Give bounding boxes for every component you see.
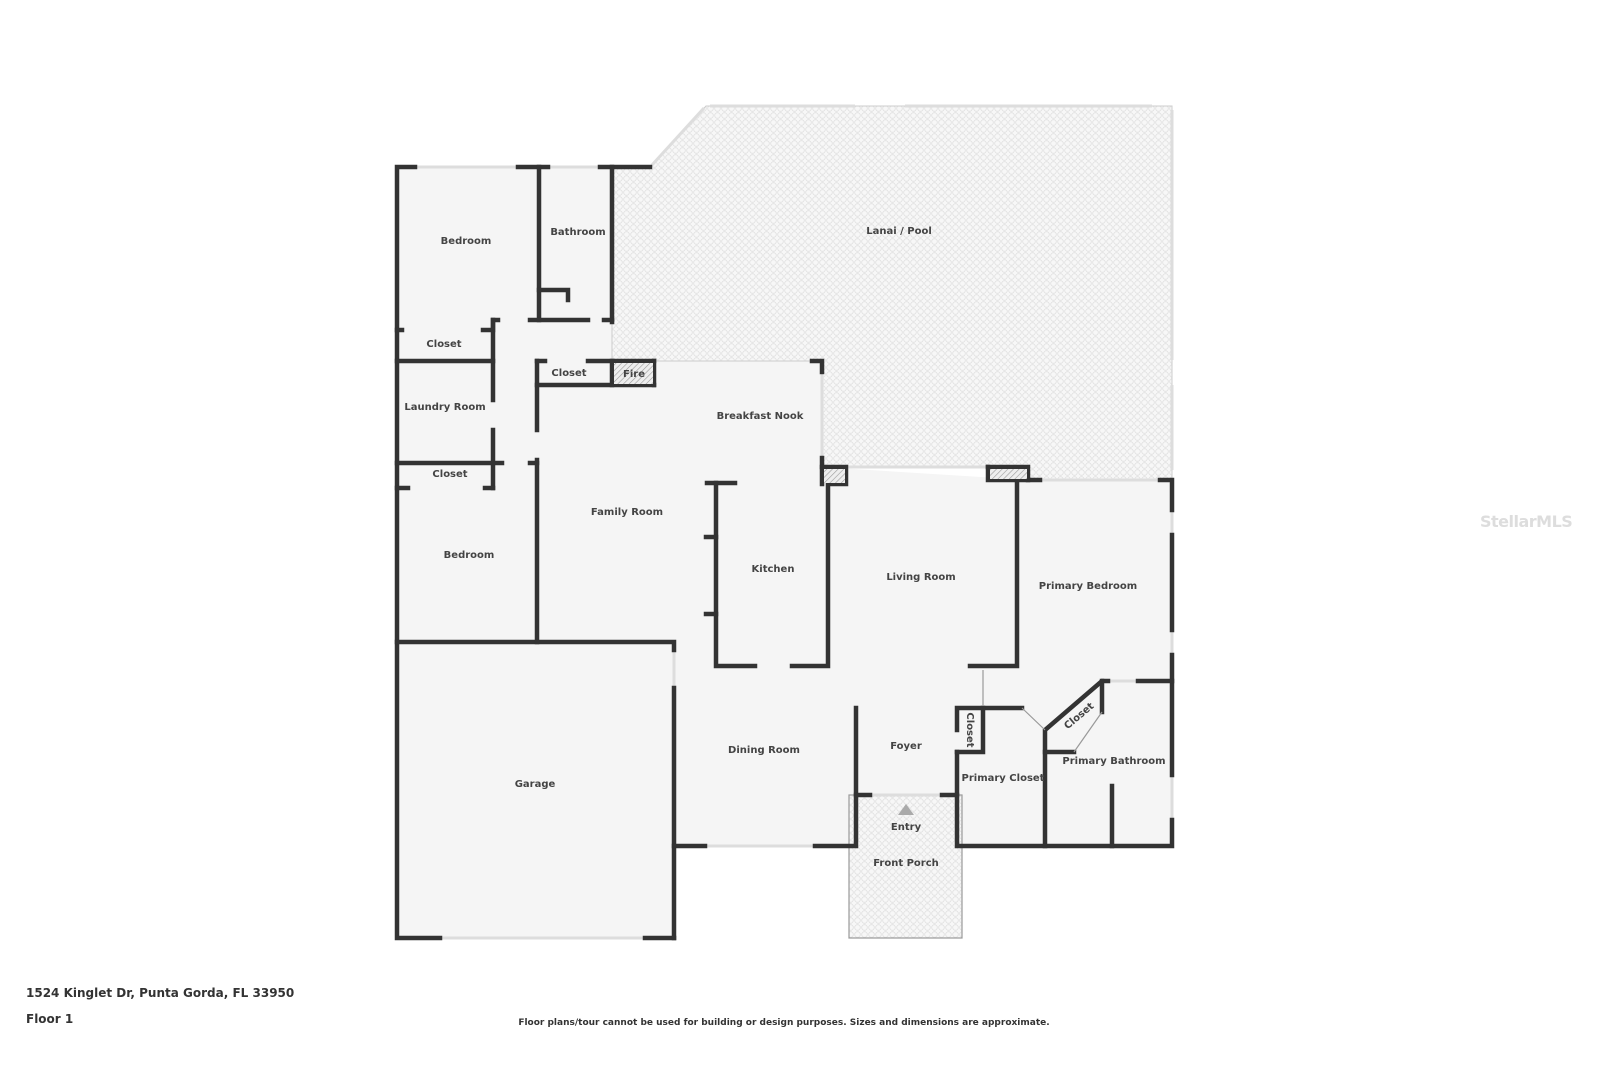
watermark-logo: StellarMLS xyxy=(1480,512,1573,531)
room-label: Fire xyxy=(623,369,645,380)
room-label: Lanai / Pool xyxy=(866,226,932,237)
column-hatch xyxy=(990,469,1027,479)
room-label: Closet xyxy=(426,339,461,350)
front-porch-area xyxy=(848,794,963,939)
floor-label: Floor 1 xyxy=(26,1012,74,1026)
entry-arrow-icon xyxy=(898,804,914,815)
room-label: Primary Closet xyxy=(962,773,1045,784)
room-label: Bedroom xyxy=(444,550,495,561)
room-label: Closet xyxy=(551,368,586,379)
room-label: Living Room xyxy=(886,572,955,583)
room-label: Breakfast Nook xyxy=(717,411,804,422)
fireplace-hatch xyxy=(614,363,653,384)
room-label: Family Room xyxy=(591,507,663,518)
room-label: Front Porch xyxy=(873,858,939,869)
windows xyxy=(395,104,1174,940)
room-label: Closet xyxy=(432,469,467,480)
room-label: Primary Bathroom xyxy=(1062,756,1165,767)
room-label: Bathroom xyxy=(550,227,605,238)
room-label: Kitchen xyxy=(752,564,795,575)
room-label: Dining Room xyxy=(728,745,800,756)
room-label: Garage xyxy=(515,779,556,790)
room-label: Laundry Room xyxy=(404,402,485,413)
room-label: Primary Bedroom xyxy=(1039,581,1137,592)
walls xyxy=(394,164,1175,941)
room-label: Bedroom xyxy=(441,236,492,247)
property-address: 1524 Kinglet Dr, Punta Gorda, FL 33950 xyxy=(26,986,295,1000)
column-hatch xyxy=(824,469,845,483)
disclaimer: Floor plans/tour cannot be used for buil… xyxy=(518,1018,1050,1028)
room-label: Foyer xyxy=(890,741,922,752)
room-label: Entry xyxy=(891,822,922,833)
room-label: Closet xyxy=(964,712,975,747)
